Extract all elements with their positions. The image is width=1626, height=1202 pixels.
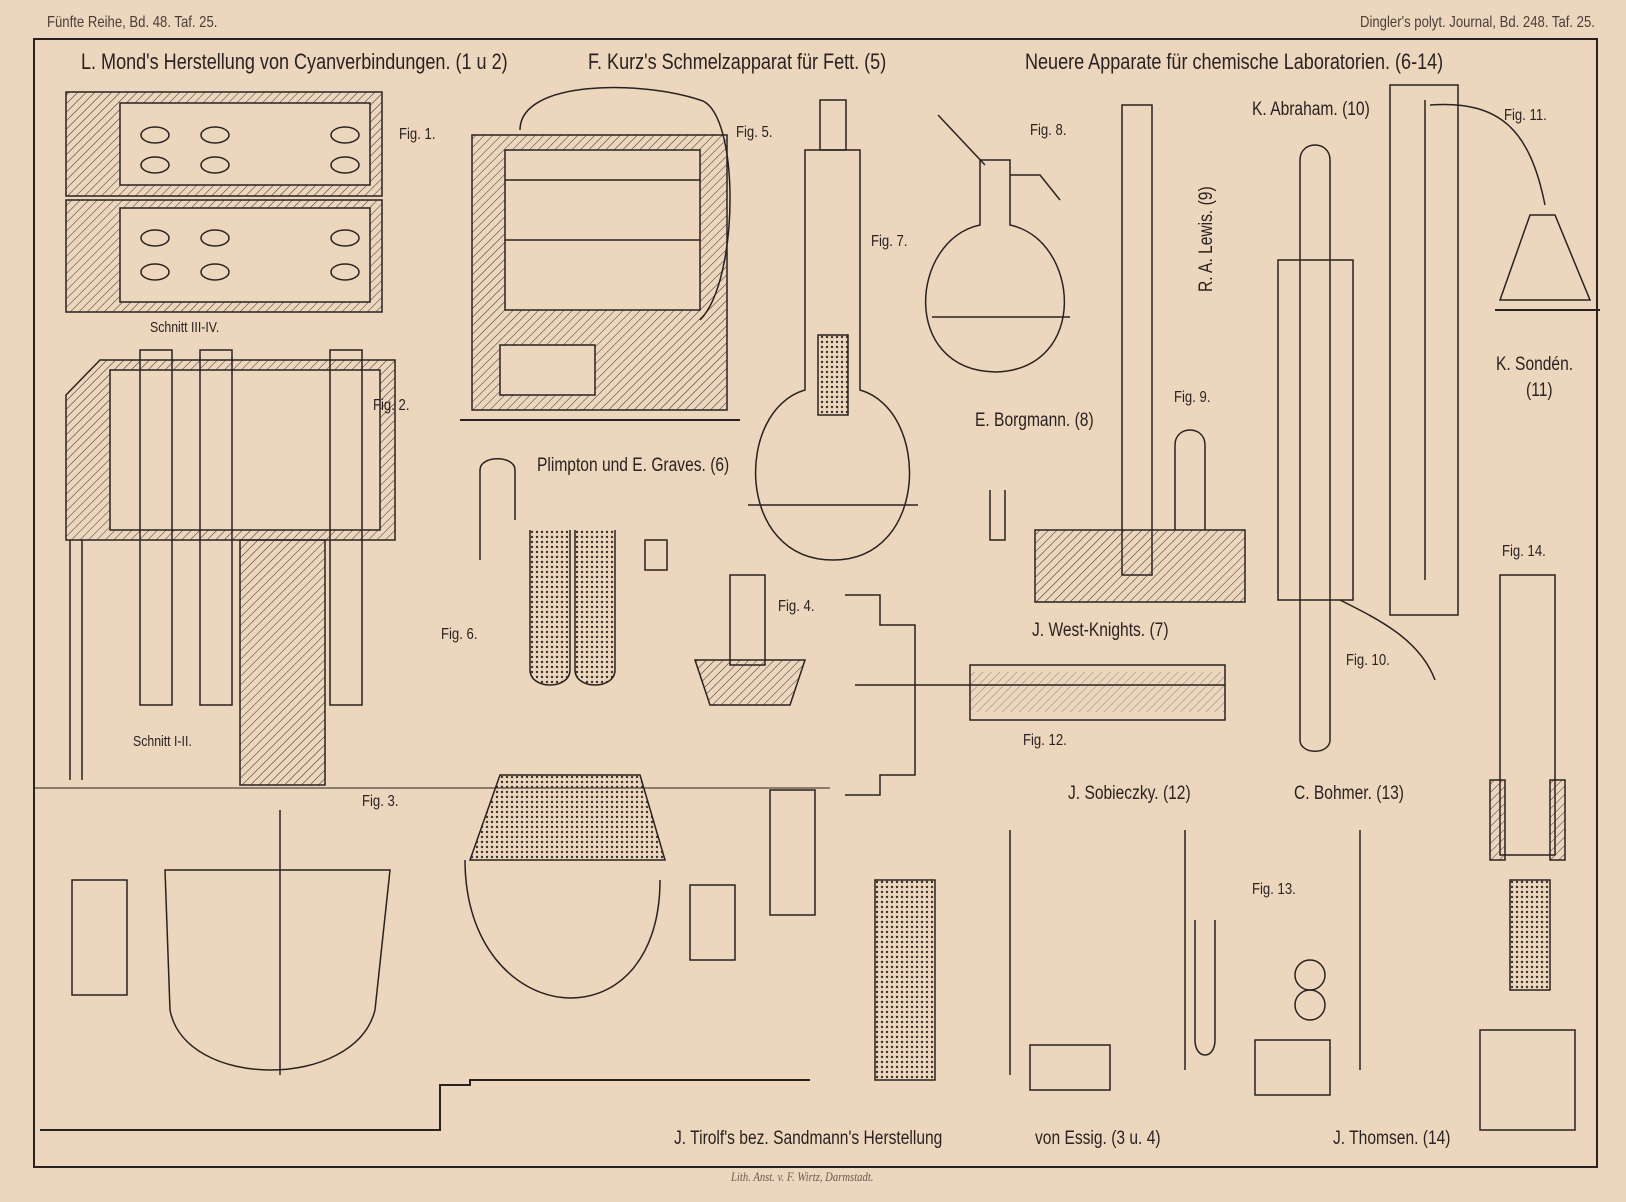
caption-thomsen: J. Thomsen. (14) (1333, 1128, 1451, 1149)
caption-west-knights: J. West-Knights. (7) (1032, 620, 1169, 641)
caption-sonden: K. Sondén. (1496, 354, 1574, 375)
fig10-label: Fig. 10. (1346, 652, 1390, 669)
fig10-drawing (1277, 144, 1436, 752)
caption-essig: von Essig. (3 u. 4) (1035, 1128, 1161, 1149)
caption-lewis: R. A. Lewis. (9) (1196, 186, 1217, 292)
caption-abraham: K. Abraham. (10) (1252, 99, 1370, 120)
fig14-drawing (1479, 574, 1576, 1131)
fig9-label: Fig. 9. (1174, 389, 1211, 406)
caption-plimpton: Plimpton und E. Graves. (6) (537, 455, 730, 476)
plate-border (33, 38, 1598, 1168)
fig3-label: Fig. 3. (362, 793, 399, 810)
title-neuere: Neuere Apparate für chemische Laboratori… (1025, 49, 1444, 74)
fig12-drawing (845, 594, 1226, 796)
fig9-drawing (989, 104, 1246, 603)
fig1-drawing (65, 91, 383, 313)
fig8-label: Fig. 8. (1030, 122, 1067, 139)
fig12-label: Fig. 12. (1023, 732, 1067, 749)
fig6-label: Fig. 6. (441, 626, 478, 643)
caption-schnitt-1-2: Schnitt I-II. (133, 733, 192, 750)
title-kurz: F. Kurz's Schmelzapparat für Fett. (5) (588, 49, 887, 74)
title-mond: L. Mond's Herstellung von Cyanverbindung… (81, 49, 508, 74)
header-left: Fünfte Reihe, Bd. 48. Taf. 25. (47, 14, 218, 31)
caption-tirolf: J. Tirolf's bez. Sandmann's Herstellung (674, 1128, 943, 1149)
fig11-drawing (1389, 84, 1600, 616)
fig1-label: Fig. 1. (399, 126, 436, 143)
fig2-drawing (65, 349, 396, 786)
fig2-label: Fig. 2. (373, 397, 410, 414)
fig14-label: Fig. 14. (1502, 543, 1546, 560)
fig4-label: Fig. 4. (778, 598, 815, 615)
fig5-drawing (460, 86, 740, 421)
fig4-drawing (693, 574, 807, 706)
header-right: Dingler's polyt. Journal, Bd. 248. Taf. … (1360, 14, 1595, 31)
fig3-drawing (40, 774, 816, 1131)
fig13-label: Fig. 13. (1252, 881, 1296, 898)
caption-borgmann: E. Borgmann. (8) (975, 410, 1094, 431)
caption-bohmer: C. Bohmer. (13) (1294, 783, 1404, 804)
fig13-drawing (874, 830, 1361, 1096)
fig11-label: Fig. 11. (1504, 107, 1547, 124)
fig7-drawing (748, 99, 918, 561)
fig8-drawing (924, 114, 1070, 373)
fig5-label: Fig. 5. (736, 124, 773, 141)
caption-sonden-number: (11) (1526, 380, 1553, 401)
lithographer-credit: Lith. Anst. v. F. Wirtz, Darmstadt. (731, 1169, 874, 1184)
fig6-drawing (479, 458, 668, 686)
fig7-label: Fig. 7. (871, 233, 908, 250)
caption-schnitt-3-4: Schnitt III-IV. (150, 319, 220, 336)
caption-sobieczky: J. Sobieczky. (12) (1068, 783, 1191, 804)
